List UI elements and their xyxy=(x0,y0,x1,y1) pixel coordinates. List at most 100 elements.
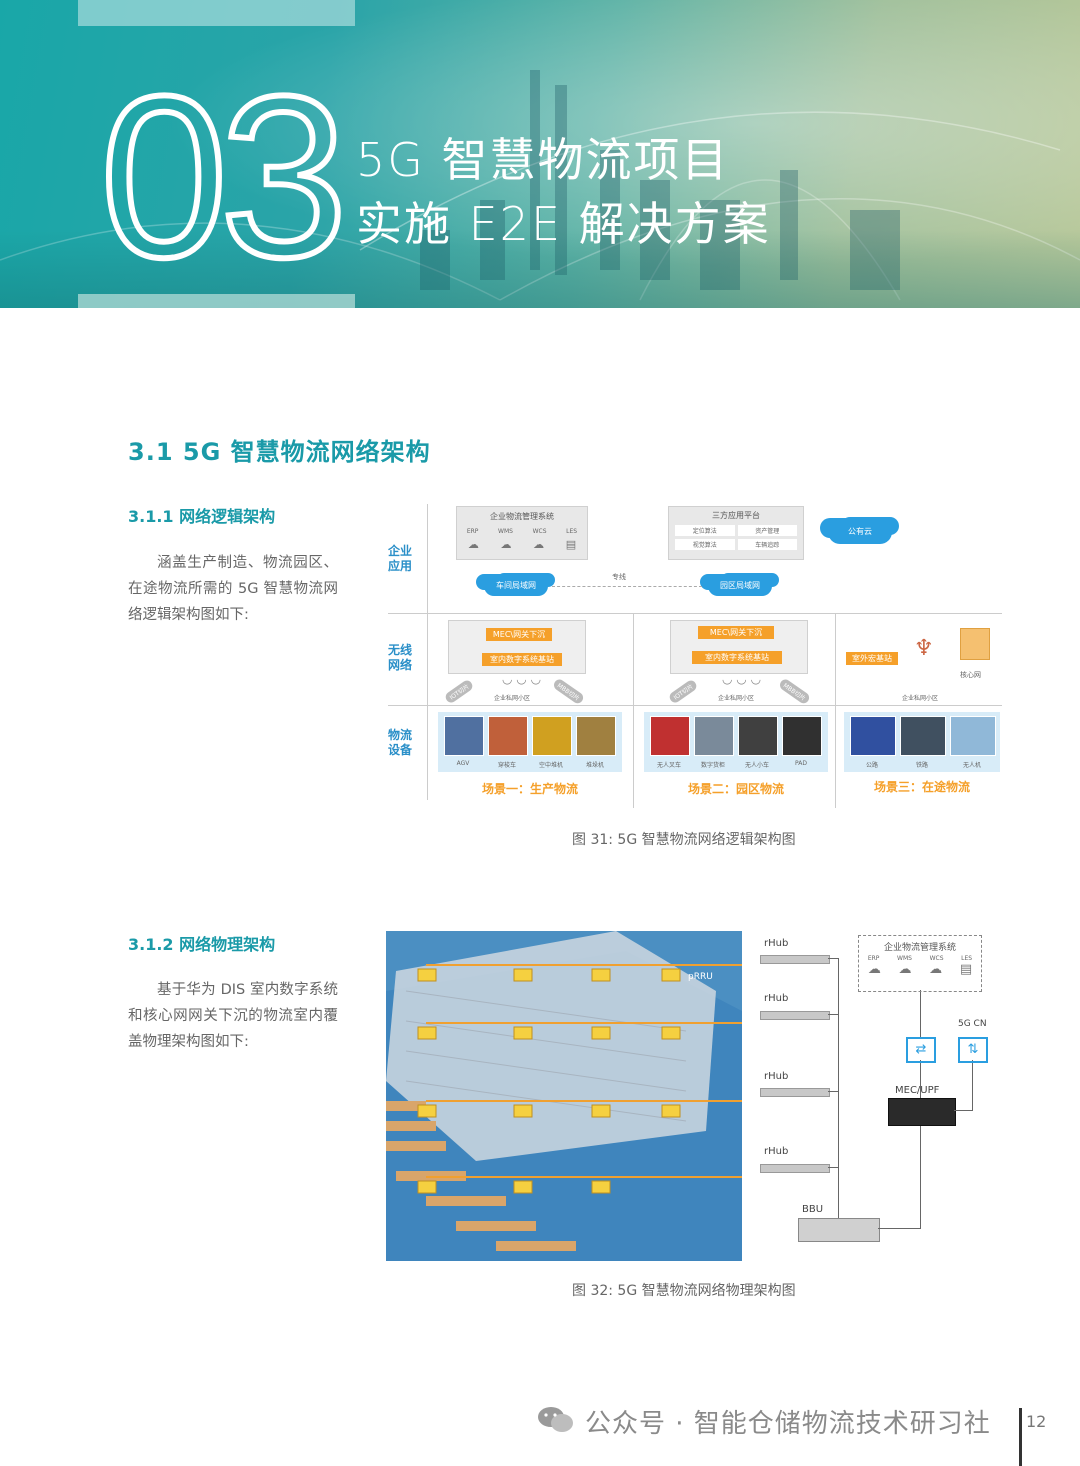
cell-tower-icon: ♆ xyxy=(914,636,934,661)
workshop-lan-cloud: 车间局域网 xyxy=(484,576,548,596)
device-photo xyxy=(576,716,616,756)
device-label: 公路 xyxy=(865,762,878,769)
ems-item: LES xyxy=(961,955,973,962)
figure-logical-architecture: 企业 应用 无线 网络 物流 设备 企业物流管理系统 ERP WMS WCS L… xyxy=(382,500,1002,808)
cloud-server-icon: ☁ xyxy=(467,538,479,551)
third-party-title: 三方应用平台 xyxy=(712,511,760,520)
core-network-icon xyxy=(960,628,990,660)
figure31-caption: 图 31: 5G 智慧物流网络逻辑架构图 xyxy=(572,832,796,848)
device-photo xyxy=(444,716,484,756)
device-photo xyxy=(782,716,822,756)
third-party-item: 定位算法 xyxy=(675,525,735,536)
device-label: 堆垛机 xyxy=(585,762,604,769)
fiber-line xyxy=(828,1167,838,1168)
fiber-line xyxy=(920,1124,921,1229)
device-photo xyxy=(738,716,778,756)
banner-haze xyxy=(0,0,1080,308)
warehouse-scene xyxy=(386,931,742,1261)
scene1-devices: AGV 穿梭车 空中堆机 堆垛机 xyxy=(438,712,622,772)
scene3-devices: 公路 铁路 无人机 xyxy=(844,712,1000,772)
divider xyxy=(388,705,1002,706)
network-arcs-graphic xyxy=(0,70,1080,301)
ems-title: 企业物流管理系统 xyxy=(883,943,956,953)
link-line xyxy=(920,1060,921,1098)
device-label: 数字货柜 xyxy=(700,762,725,769)
ems-box: 企业物流管理系统 ERP WMS WCS LES ☁ ☁ ☁ ▤ xyxy=(456,506,588,560)
rhub-label: rHub xyxy=(764,1146,789,1157)
ems-item: WCS xyxy=(532,528,547,535)
indoor-bs-2: 室内数字系统基站 xyxy=(692,651,782,664)
outdoor-macro-bs: 室外宏基站 xyxy=(846,652,898,665)
chapter-banner: 03 5G 智慧物流项目 实施 E2E 解决方案 xyxy=(0,0,1080,308)
ems-item: WMS xyxy=(897,955,912,962)
public-cloud: 公有云 xyxy=(828,520,892,544)
ems-dashed-box: 企业物流管理系统 ERP WMS WCS LES ☁ ☁ ☁ ▤ xyxy=(858,935,982,992)
cloud-server-icon: ☁ xyxy=(500,538,512,551)
private-cell-1: 企业私网小区 xyxy=(494,695,531,702)
device-photo xyxy=(950,716,996,756)
device-photo xyxy=(488,716,528,756)
wifi-signal-icon: ◡ ◡ ◡ xyxy=(722,672,762,686)
fiber-line xyxy=(828,958,838,959)
database-icon: ▤ xyxy=(959,962,973,977)
chapter-title-line1: 5G 智慧物流项目 xyxy=(356,133,730,187)
fiber-line xyxy=(828,1014,838,1015)
row-label-logistics-devices: 物流 设备 xyxy=(388,728,413,757)
rhub-label: rHub xyxy=(764,993,789,1004)
banner-tab-top xyxy=(78,0,355,26)
paragraph-logical: 涵盖生产制造、物流园区、在途物流所需的 5G 智慧物流网络逻辑架构图如下: xyxy=(128,555,338,623)
device-label: 穿梭车 xyxy=(497,762,516,769)
device-photo xyxy=(650,716,690,756)
wechat-logo xyxy=(538,1407,573,1432)
wechat-icon xyxy=(536,1404,576,1434)
prru-label: pRRU xyxy=(688,972,713,982)
page-number-bar xyxy=(1019,1408,1022,1466)
cloud-server-icon: ☁ xyxy=(533,538,545,551)
mbb-slice-1: MBB切片 xyxy=(551,677,586,706)
warehouse-3d-illustration xyxy=(386,931,742,1261)
link-line xyxy=(954,1110,972,1111)
page-number: 12 xyxy=(1026,1412,1047,1431)
private-cell-3: 企业私网小区 xyxy=(902,695,939,702)
fiber-line xyxy=(878,1228,920,1229)
wifi-signal-icon: ◡ ◡ ◡ xyxy=(502,672,542,686)
third-party-platform-box: 三方应用平台 定位算法 资产管理 视觉算法 车辆追踪 xyxy=(668,506,804,560)
subsection-heading-logical: 3.1.1 网络逻辑架构 xyxy=(128,507,276,526)
rhub-label: rHub xyxy=(764,1071,789,1082)
cloud-server-icon: ☁ xyxy=(898,962,912,977)
indoor-bs-1: 室内数字系统基站 xyxy=(482,653,562,666)
device-label: 空中堆机 xyxy=(538,762,563,769)
device-label: PAD xyxy=(795,760,807,767)
ems-box-title: 企业物流管理系统 xyxy=(490,512,554,521)
divider xyxy=(835,613,836,808)
rhub-device xyxy=(760,1011,830,1020)
device-label: 无人叉车 xyxy=(656,762,681,769)
device-photo xyxy=(694,716,734,756)
link-line xyxy=(972,1060,973,1111)
subsection-heading-physical: 3.1.2 网络物理架构 xyxy=(128,935,276,954)
database-icon: ▤ xyxy=(565,538,577,551)
third-party-item: 视觉算法 xyxy=(675,539,735,550)
section-heading: 3.1 5G 智慧物流网络架构 xyxy=(128,438,431,466)
cloud-server-icon: ☁ xyxy=(867,962,881,977)
ems-item: WMS xyxy=(498,528,513,535)
iot-slice-2: IOT切片 xyxy=(667,678,699,705)
ems-item: ERP xyxy=(867,955,880,962)
switch-icon: ⇄ xyxy=(906,1037,936,1063)
core-network-label: 5G CN xyxy=(958,1019,987,1029)
divider xyxy=(427,504,428,800)
third-party-item: 资产管理 xyxy=(737,525,797,536)
fiber-line xyxy=(838,958,839,1228)
rhub-device xyxy=(760,955,830,964)
mec-gateway-2: MEC\网关下沉 xyxy=(698,626,774,639)
row-label-wireless-network: 无线 网络 xyxy=(388,643,413,672)
rhub-device xyxy=(760,1164,830,1173)
park-lan-cloud: 园区局域网 xyxy=(708,576,772,596)
device-label: 无人小车 xyxy=(744,762,769,769)
cloud-server-icon: ☁ xyxy=(929,962,943,977)
third-party-item: 车辆追踪 xyxy=(737,539,797,550)
device-photo xyxy=(850,716,896,756)
divider xyxy=(633,613,634,808)
ems-item: LES xyxy=(566,528,578,535)
device-label: AGV xyxy=(456,760,470,767)
